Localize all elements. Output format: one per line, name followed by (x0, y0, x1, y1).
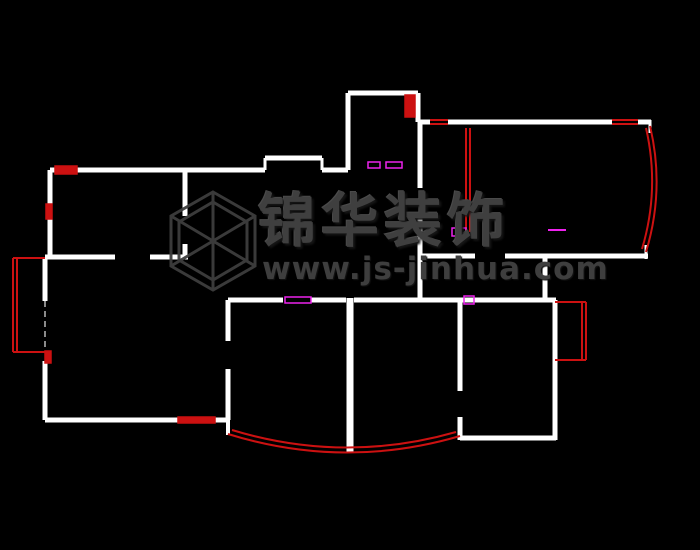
floor-plan-canvas: 锦华装饰 www.js-jinhua.com (12, 90, 658, 454)
floor-plan-drawing (12, 90, 658, 454)
